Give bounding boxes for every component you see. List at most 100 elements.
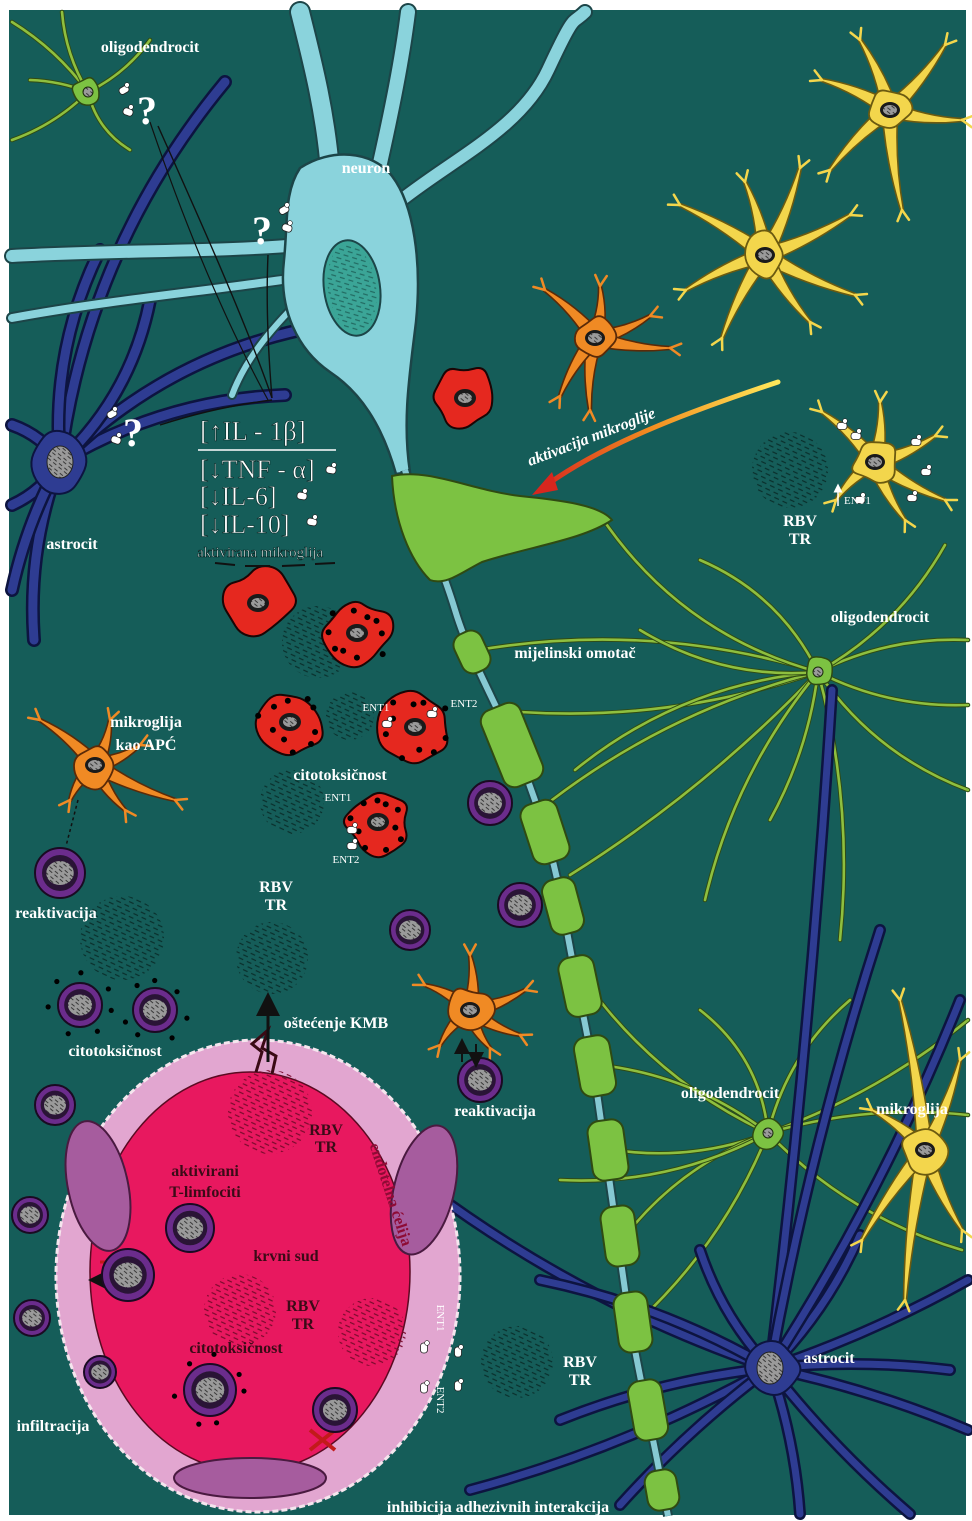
cytotoxic-granule (395, 807, 401, 813)
resting-microglia-process-tip (855, 294, 867, 295)
resting-microglia-process-tip (810, 80, 822, 81)
cytotoxic-granule (380, 651, 386, 657)
resting-microglia-process-tip (958, 1048, 960, 1060)
virus-patch-vessel (204, 1274, 276, 1346)
question-mark-3: ? (123, 410, 143, 455)
label-ent1-center: ENT1 (363, 702, 390, 714)
label-tr-2: TR (265, 897, 288, 914)
label-reactivation-left: reaktivacija (15, 905, 96, 922)
cytotoxic-granule (308, 741, 314, 747)
cytotoxic-granule (109, 1008, 114, 1013)
label-cytotoxicity-vessel: citotoksičnost (189, 1340, 283, 1357)
cytotoxic-granule (330, 610, 336, 616)
t-cell-nucleus (68, 994, 92, 1015)
cytotoxic-granule (351, 608, 357, 614)
cytotoxic-granule (174, 989, 179, 994)
cytotoxic-granule (270, 727, 276, 733)
resting-microglia-process-tip (961, 1230, 962, 1242)
resting-microglia-nucleus-texture (918, 1145, 932, 1155)
resting-microglia-nucleus-texture (883, 105, 897, 115)
cytotoxic-granule (290, 749, 296, 755)
virus-patch (481, 1326, 553, 1398)
resting-microglia-process-tip (850, 215, 862, 216)
receptor-icon-head (433, 707, 438, 712)
cytotoxic-granule (443, 735, 449, 741)
cytotoxic-granule (54, 979, 59, 984)
activated-microglia-nucleus-texture (350, 628, 364, 638)
cytotoxic-granule (95, 1029, 100, 1034)
receptor-icon-head (425, 1381, 430, 1386)
cytotoxic-granule (374, 798, 380, 804)
label-rbv-2: RBV (259, 879, 293, 896)
receptor-icon-head (857, 429, 862, 434)
apc-microglia-process-tip (650, 316, 662, 317)
cytotoxic-granule (152, 978, 157, 983)
cytotoxic-granule (271, 704, 277, 710)
label-microglia-right: mikroglija (876, 1101, 948, 1118)
cytotoxic-granule (362, 845, 368, 851)
t-cell-nucleus (478, 792, 502, 813)
cytokine-caption: aktivirana mikroglija (197, 545, 324, 561)
cytotoxic-granule (123, 1019, 128, 1024)
receptor-icon-head (927, 465, 932, 470)
receptor-icon-head (332, 463, 337, 468)
activated-microglia-nucleus-texture (283, 717, 297, 727)
oligodendrocyte-nucleus (83, 87, 93, 97)
oligodendrocyte-nucleus (813, 667, 823, 677)
cytotoxic-granule (340, 648, 346, 654)
apc-microglia-nucleus-texture (588, 333, 602, 343)
label-oligodendrocyte-bottom: oligodendrocit (681, 1085, 780, 1102)
cytotoxic-granule (312, 729, 318, 735)
label-adhesion-inhibition: inhibicija adhezivnih interakcija (387, 1499, 609, 1516)
virus-patch (326, 692, 374, 740)
t-cell-nucleus (468, 1069, 492, 1090)
resting-microglia-process-tip (861, 1240, 862, 1252)
t-cell-nucleus (177, 1216, 203, 1239)
label-rbv-5: RBV (563, 1354, 597, 1371)
label-rbv-1: RBV (783, 513, 817, 530)
receptor-icon-head (459, 1379, 464, 1384)
t-cell-nucleus (46, 861, 74, 885)
cytotoxic-granule (281, 736, 287, 742)
label-tr-5: TR (569, 1372, 592, 1389)
cytotoxic-granule (46, 1004, 51, 1009)
activated-microglia-nucleus-texture (408, 722, 422, 732)
receptor-icon-head (288, 221, 293, 226)
t-cell-nucleus (22, 1309, 42, 1326)
label-tr-1: TR (789, 531, 812, 548)
resting-microglia-process-tip (799, 156, 800, 168)
receptor-icon-head (388, 717, 393, 722)
question-mark-2: ? (252, 208, 272, 253)
virus-patch (236, 922, 308, 994)
t-cell-nucleus (143, 999, 167, 1020)
label-microglia-apc-1: mikroglija (110, 714, 182, 731)
cytotoxic-granule (379, 630, 385, 636)
cytotoxic-granule (285, 698, 291, 704)
apc-microglia-process-tip (175, 799, 187, 800)
label-ent1-top-right: ENT1 (844, 495, 871, 507)
cytotoxic-granule (416, 747, 422, 753)
label-ent1-lower: ENT1 (325, 792, 352, 804)
receptor-icon-head (113, 407, 118, 412)
receptor-icon-head (285, 203, 290, 208)
label-oligodendrocyte-right: oligodendrocit (831, 609, 930, 626)
label-cytotoxicity-left: citotoksičnost (68, 1043, 162, 1060)
receptor-icon-head (303, 489, 308, 494)
cytotoxic-granule (364, 614, 370, 620)
receptor-icon-head (913, 491, 918, 496)
cytotoxic-granule (241, 1388, 246, 1393)
receptor-icon-head (843, 419, 848, 424)
cytotoxic-granule (106, 986, 111, 991)
label-activated-t-cells-2: T-limfociti (169, 1184, 241, 1201)
cytotoxic-granule (326, 629, 332, 635)
cytotoxic-granule (399, 755, 405, 761)
endothelial-cell-nucleus (174, 1458, 326, 1498)
oligodendrocyte-nucleus (763, 1128, 773, 1138)
t-cell-nucleus (508, 894, 532, 915)
cytotoxic-granule (78, 970, 83, 975)
apc-microglia-nucleus-texture (463, 1005, 477, 1015)
cytotoxic-granule (332, 646, 338, 652)
label-activated-t-cells-1: aktivirani (171, 1163, 239, 1180)
label-ent2-lower: ENT2 (333, 854, 360, 866)
